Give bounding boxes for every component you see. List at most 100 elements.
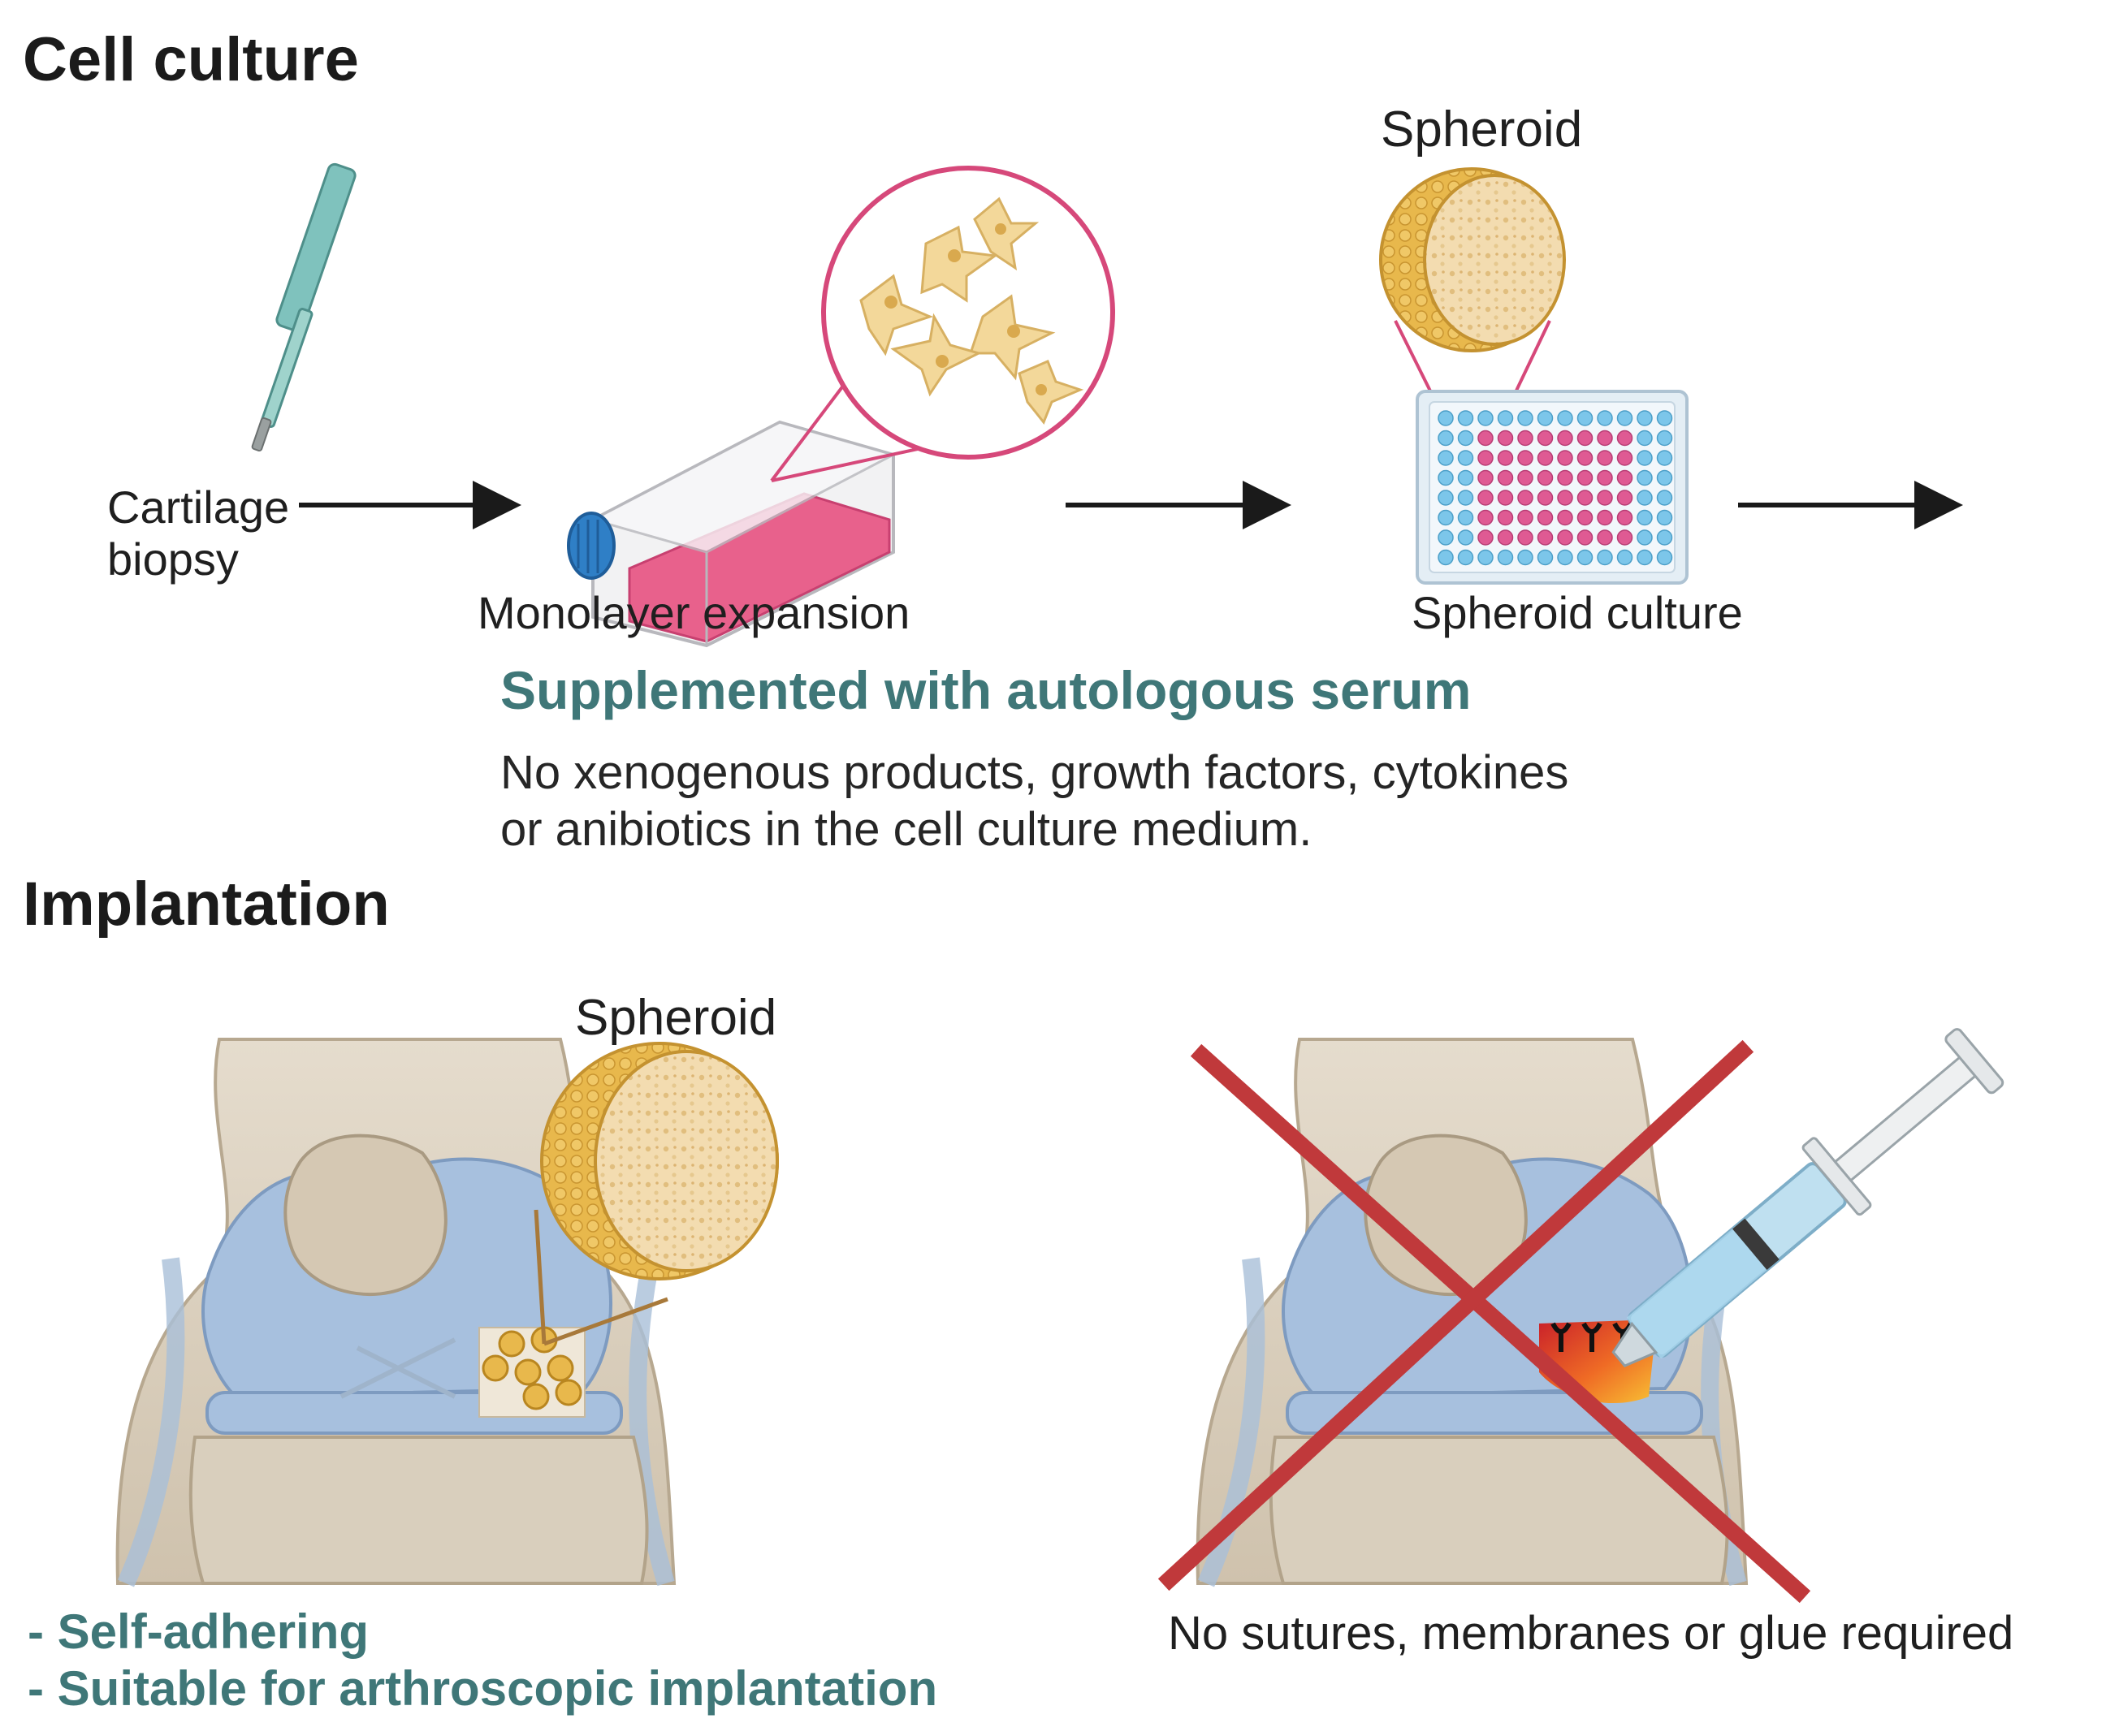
plate-well: [1497, 469, 1514, 486]
plate-well: [1637, 450, 1653, 466]
plate-well: [1656, 469, 1673, 486]
plate-well: [1597, 509, 1613, 526]
serum-note-line2: or anibiotics in the cell culture medium…: [500, 803, 1312, 856]
spheroid-culture-label: Spheroid culture: [1412, 587, 1743, 638]
plate-well: [1477, 549, 1494, 566]
plate-well: [1457, 529, 1474, 546]
plate-well: [1576, 490, 1594, 506]
plate-well: [1597, 450, 1613, 466]
spheroid-implant-label: Spheroid: [575, 990, 777, 1046]
plate-well: [1457, 450, 1474, 466]
plate-well: [1656, 410, 1673, 426]
plate-well: [1497, 410, 1514, 426]
cell-callout: [770, 166, 1115, 482]
plate-well: [1576, 549, 1594, 566]
plate-well: [1557, 450, 1573, 466]
plate-well: [1656, 450, 1673, 466]
plate-well: [1438, 549, 1454, 566]
plate-well: [1637, 469, 1653, 486]
plate-well: [1597, 529, 1613, 546]
implantation-title: Implantation: [23, 870, 390, 939]
plate-well: [1497, 509, 1514, 526]
plate-well: [1438, 430, 1454, 447]
benefit-arthroscopic: - Suitable for arthroscopic implantation: [28, 1661, 938, 1716]
plate-well: [1537, 430, 1554, 447]
plate-well: [1477, 410, 1494, 426]
plate-well: [1517, 410, 1533, 426]
plate-well: [1557, 469, 1573, 486]
plate-well: [1477, 529, 1494, 546]
plate-well: [1537, 410, 1554, 426]
plate-well: [1537, 529, 1554, 546]
plate-well: [1537, 509, 1554, 526]
plate-well: [1457, 549, 1474, 566]
plate-well: [1576, 529, 1594, 546]
plate-well: [1477, 469, 1494, 486]
plate-well: [1637, 490, 1653, 506]
plate-well: [1438, 529, 1454, 546]
plate-well: [1576, 430, 1594, 447]
plate-well: [1576, 450, 1594, 466]
plate-well: [1557, 509, 1573, 526]
plate-well: [1477, 450, 1494, 466]
plate-well: [1656, 549, 1673, 566]
plate-well: [1637, 529, 1653, 546]
plate-well: [1616, 450, 1633, 466]
plate-well: [1597, 410, 1613, 426]
plate-well: [1616, 490, 1633, 506]
plate-well: [1497, 549, 1514, 566]
plate-well: [1517, 450, 1533, 466]
plate-well: [1576, 469, 1594, 486]
plate-well: [1517, 469, 1533, 486]
well-plate-icon: [1416, 390, 1689, 585]
plate-well: [1517, 549, 1533, 566]
plate-well: [1477, 430, 1494, 447]
plate-well: [1457, 490, 1474, 506]
spheroid-top-label: Spheroid: [1381, 101, 1583, 158]
plate-well: [1557, 490, 1573, 506]
serum-heading: Supplemented with autologous serum: [500, 660, 1472, 720]
knee-joint-icon: [115, 1038, 779, 1587]
biopsy-punch-icon: [251, 162, 357, 452]
plate-well: [1616, 469, 1633, 486]
plate-well: [1477, 509, 1494, 526]
plate-well: [1457, 430, 1474, 447]
no-glue-label: No sutures, membranes or glue required: [1168, 1607, 2014, 1660]
plate-well: [1656, 490, 1673, 506]
plate-well: [1537, 549, 1554, 566]
plate-well: [1517, 430, 1533, 447]
biopsy-label-line1: Cartilage: [107, 482, 290, 533]
plate-well: [1557, 549, 1573, 566]
plate-well: [1457, 469, 1474, 486]
plate-well: [1497, 529, 1514, 546]
plate-well: [1497, 450, 1514, 466]
plate-well: [1616, 430, 1633, 447]
plate-well: [1537, 490, 1554, 506]
plate-well: [1497, 490, 1514, 506]
plate-well: [1438, 450, 1454, 466]
plate-well: [1438, 509, 1454, 526]
plate-well: [1457, 410, 1474, 426]
benefit-self-adhering: - Self-adhering: [28, 1604, 370, 1659]
plate-well: [1517, 490, 1533, 506]
plate-well: [1438, 410, 1454, 426]
plate-well: [1438, 469, 1454, 486]
plate-well: [1616, 549, 1633, 566]
syringe-icon: [1611, 1028, 2004, 1367]
plate-well: [1477, 490, 1494, 506]
plate-well: [1616, 529, 1633, 546]
plate-well: [1557, 430, 1573, 447]
plate-well: [1637, 410, 1653, 426]
biopsy-label-line2: biopsy: [107, 533, 239, 585]
plate-well: [1637, 430, 1653, 447]
plate-well: [1597, 430, 1613, 447]
plate-well: [1438, 490, 1454, 506]
plate-well: [1537, 469, 1554, 486]
plate-well: [1597, 490, 1613, 506]
plate-well: [1517, 529, 1533, 546]
plate-well: [1517, 509, 1533, 526]
serum-note-line1: No xenogenous products, growth factors, …: [500, 746, 1569, 799]
plate-well: [1656, 430, 1673, 447]
expansion-label: Monolayer expansion: [478, 587, 910, 638]
